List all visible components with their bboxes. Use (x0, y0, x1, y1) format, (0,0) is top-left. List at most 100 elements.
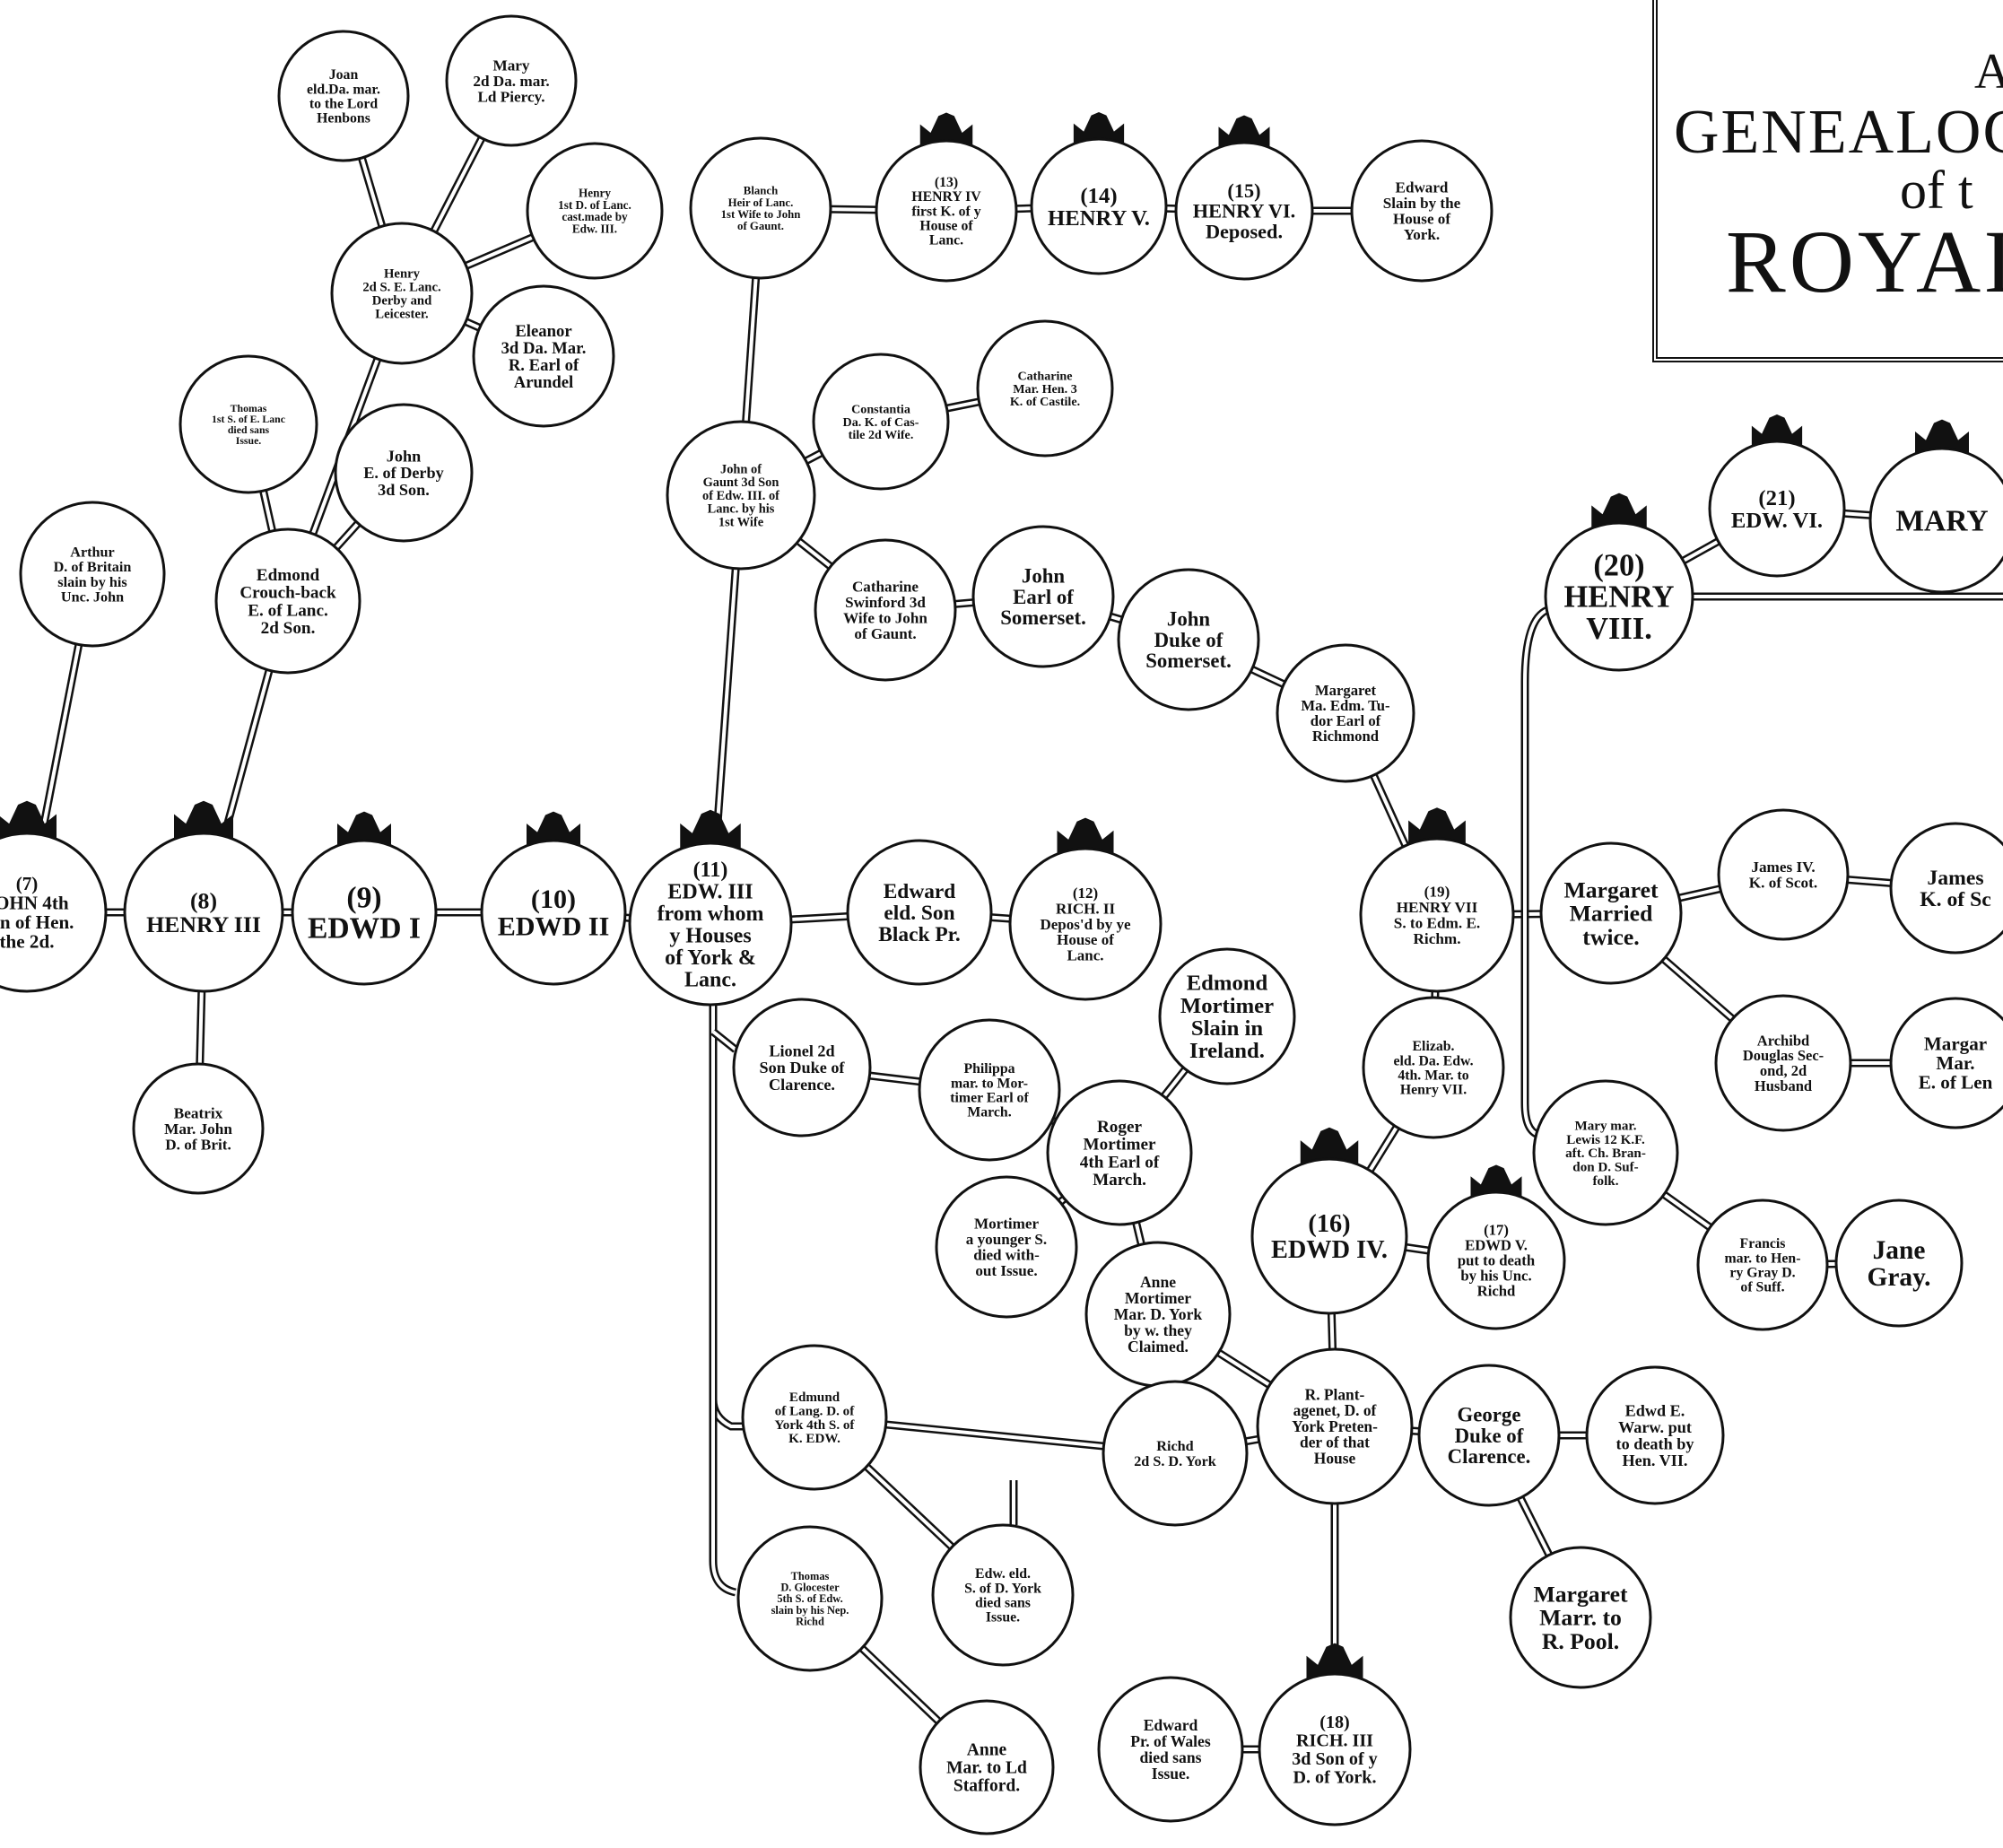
node-circle (628, 841, 793, 1007)
node-circle (1258, 1672, 1412, 1826)
node-text-line: K. EDW. (788, 1432, 840, 1446)
node-text-line: R. Earl of (509, 356, 579, 375)
node-text-line: don D. Suf- (1572, 1160, 1638, 1174)
crown-icon (1218, 115, 1270, 148)
node-text-line: der of that (1300, 1434, 1370, 1451)
node-text-line: HENRY VII (1397, 899, 1478, 916)
trunk-henry7-mary (1520, 913, 1540, 1139)
node-text-line: died sans (975, 1595, 1031, 1610)
node-text-line: agenet, D. of (1293, 1401, 1377, 1419)
node-text-line: Richd (1156, 1438, 1193, 1454)
node-text-line: D. of York. (1293, 1768, 1376, 1788)
node-text-line: John (1167, 607, 1210, 630)
node-text-line: Blanch (744, 185, 778, 197)
node-circle (1276, 643, 1415, 783)
node-circle (1117, 568, 1260, 711)
node-text-line: Issue. (1152, 1765, 1190, 1783)
node-text-line: 2d Son. (261, 619, 316, 638)
node-circle (445, 14, 578, 147)
node-text-line: HENRY IV (911, 189, 981, 205)
node-circle (123, 832, 284, 993)
node-text-line: E. of Derby (363, 464, 443, 482)
node-text-line: R. Pool. (1542, 1628, 1619, 1654)
node-text-line: (9) (346, 881, 381, 914)
node-text-line: Son Duke of (759, 1059, 845, 1077)
node-circle (875, 139, 1018, 283)
node-text-line: 1st D. of Lanc. (558, 198, 631, 212)
crown-icon (1470, 1164, 1522, 1198)
node-text-line: Elizab. (1413, 1039, 1455, 1054)
crown-icon (1073, 112, 1125, 144)
node-text-line: Mar. (1936, 1052, 1974, 1074)
title-cartouche: A GENEALOG of t ROYAL (1652, 0, 2003, 362)
node-circle (971, 525, 1115, 668)
node-text-line: Married (1570, 901, 1653, 927)
node-circle (1097, 1676, 1244, 1823)
node-text-line: Claimed. (1128, 1338, 1189, 1355)
node-text-line: (13) (935, 175, 958, 190)
node-text-line: 1st S. of E. Lanc (212, 413, 285, 425)
node-circle (741, 1344, 888, 1491)
node-circle (0, 832, 108, 993)
node-text-line: slain by his Nep. (771, 1604, 849, 1617)
node-circle (472, 284, 615, 428)
node-text-line: Stafford. (954, 1777, 1020, 1796)
node-text-line: by his Unc. (1460, 1268, 1531, 1285)
node-text-line: Slain by the (1383, 195, 1461, 212)
node-text-line: E. of Len (1919, 1072, 1993, 1094)
node-text-line: Deposed. (1206, 220, 1283, 242)
node-text-line: EDWD I (308, 912, 421, 946)
node-text-line: Beatrix (174, 1104, 223, 1121)
node-text-line: eld. Son (884, 902, 954, 925)
node-text-line: by w. they (1124, 1321, 1192, 1339)
node-text-line: Ma. Edm. Tu- (1301, 697, 1389, 714)
node-text-line: Crouch-back (239, 584, 336, 603)
node-text-line: first K. of y (911, 204, 980, 219)
node-text-line: E. of Lanc. (248, 601, 328, 620)
node-circle (1250, 1157, 1408, 1315)
node-text-line: 1st Wife (718, 515, 764, 529)
crown-icon (0, 800, 57, 839)
title-line-4: ROYAL (1726, 212, 2003, 311)
node-text-line: (20) (1593, 549, 1644, 583)
node-text-line: eld.Da. mar. (307, 82, 380, 97)
node-text-line: Douglas Sec- (1743, 1047, 1824, 1064)
node-text-line: of Lang. D. of (775, 1404, 855, 1418)
trunk-henry7-henry8 (1520, 606, 1561, 913)
node-text-line: folk. (1593, 1174, 1619, 1189)
node-text-line: March. (1093, 1171, 1146, 1190)
node-text-line: HENRY III (146, 911, 261, 937)
node-henry6: (15)HENRY VI.Deposed. (1174, 115, 1314, 281)
node-text-line: to death by (1616, 1434, 1694, 1452)
node-text-line: of Suff. (1740, 1280, 1784, 1295)
node-mary: MARY (1868, 419, 2003, 594)
node-circle (1696, 1199, 1829, 1331)
node-text-line: (14) (1080, 184, 1117, 208)
crown-icon (527, 811, 580, 846)
node-text-line: Marr. to (1539, 1605, 1622, 1631)
trunk-henry7-henry8-inner (1523, 608, 1561, 913)
node-circle (976, 319, 1114, 458)
node-text-line: James (1927, 867, 1983, 890)
node-text-line: Arundel (514, 373, 573, 392)
node-text-line: Edward (1144, 1716, 1198, 1734)
node-circle (1532, 1079, 1679, 1226)
node-text-line: eld. Da. Edw. (1393, 1053, 1473, 1068)
node-text-line: Mary mar. (1574, 1119, 1636, 1133)
node-text-line: of Gaunt. (854, 625, 916, 642)
node-text-line: Edmond (257, 566, 320, 585)
node-text-line: Ld Piercy. (477, 88, 544, 105)
node-text-line: Derby and (372, 293, 432, 308)
node-text-line: cast.made by (562, 210, 628, 223)
node-text-line: twice. (1582, 924, 1639, 950)
node-circle (1350, 139, 1494, 283)
